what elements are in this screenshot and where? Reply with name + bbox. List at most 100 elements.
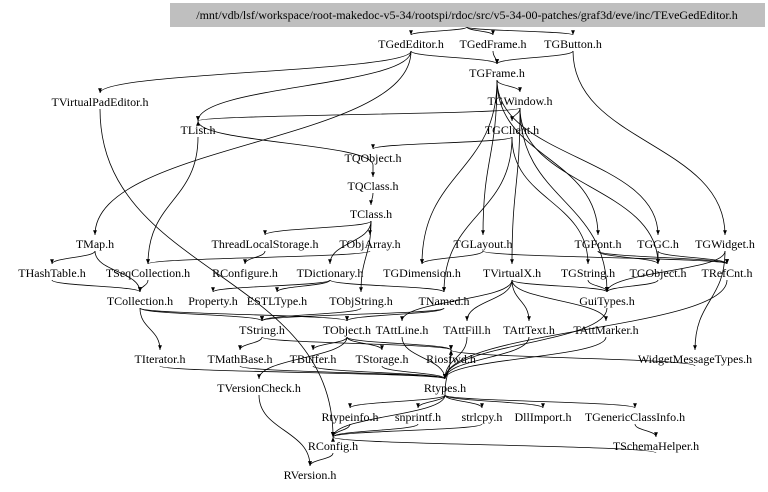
edge-tstring-to-riosfwd	[261, 336, 453, 351]
edge-tattline-to-rtypes	[401, 336, 447, 380]
node-tschemahelper[interactable]: TSchemaHelper.h	[613, 439, 699, 453]
edge-tversioncheck-to-rversion	[258, 394, 312, 467]
node-tgededitor[interactable]: TGedEditor.h	[378, 37, 444, 51]
node-thashtable[interactable]: THashTable.h	[18, 266, 85, 280]
node-rconfig[interactable]: RConfig.h	[308, 439, 358, 453]
edge-tgwindow-to-tgobject	[519, 107, 660, 265]
node-tseqcollection[interactable]: TSeqCollection.h	[106, 266, 190, 280]
node-tattfill[interactable]: TAttFill.h	[443, 323, 490, 337]
node-tgwindow[interactable]: TGWindow.h	[487, 94, 552, 108]
node-tbuffer[interactable]: TBuffer.h	[290, 352, 337, 366]
node-riosfwd[interactable]: Riosfwd.h	[426, 352, 476, 366]
node-trefcnt[interactable]: TRefCnt.h	[702, 266, 753, 280]
node-tvirtualpadeditor[interactable]: TVirtualPadEditor.h	[52, 95, 149, 109]
node-tgstring[interactable]: TGString.h	[561, 266, 615, 280]
edge-tgededitor-to-tlist	[196, 50, 412, 122]
edge-widgetmessagetypes-to-riosfwd	[449, 349, 696, 367]
node-tgframe[interactable]: TGFrame.h	[469, 66, 525, 80]
edge-tgwindow-to-tlist	[196, 107, 521, 122]
edge-tobject-to-riosfwd	[346, 336, 453, 351]
edge-rtypes-to-riosfwd	[444, 349, 453, 396]
node-tclass[interactable]: TClass.h	[350, 207, 392, 221]
edge-tgbutton-to-tgframe	[495, 50, 574, 65]
edge-tvirtualx-to-tattfill	[465, 279, 513, 322]
node-tggc[interactable]: TGGC.h	[637, 237, 679, 251]
node-rconfigure[interactable]: RConfigure.h	[212, 266, 278, 280]
node-tstorage[interactable]: TStorage.h	[356, 352, 409, 366]
edge-tseqcollection-to-tcollection	[138, 279, 149, 293]
edges	[50, 26, 729, 467]
node-strlcpy[interactable]: strlcpy.h	[462, 410, 503, 424]
node-tobjstring[interactable]: TObjString.h	[329, 294, 392, 308]
node-tgbutton[interactable]: TGButton.h	[544, 37, 602, 51]
edge-root-to-tgededitor	[409, 26, 468, 36]
node-tlist[interactable]: TList.h	[181, 123, 216, 137]
node-rversion[interactable]: RVersion.h	[284, 468, 337, 482]
edge-rtypes-to-rtypeinfo	[348, 394, 446, 409]
nodes: TGedEditor.h TGedFrame.h TGButton.hTGFrame…	[18, 37, 755, 482]
edge-tqclass-to-tclass	[369, 192, 374, 206]
node-tattmarker[interactable]: TAttMarker.h	[573, 323, 638, 337]
node-tgobject[interactable]: TGObject.h	[630, 266, 687, 280]
edge-tvirtualx-to-tattmarker	[511, 279, 608, 322]
node-guitypes[interactable]: GuiTypes.h	[579, 294, 635, 308]
node-tgenericclassinfo[interactable]: TGenericClassInfo.h	[585, 410, 685, 424]
node-tqobject[interactable]: TQObject.h	[345, 151, 402, 165]
edge-strlcpy-to-rconfig	[331, 423, 483, 438]
node-snprintf[interactable]: snprintf.h	[395, 410, 441, 424]
edge-tgclient-to-tqobject	[371, 136, 513, 150]
edge-tgededitor-to-tgframe	[410, 50, 499, 65]
node-tstring[interactable]: TString.h	[239, 323, 285, 337]
node-tqclass[interactable]: TQClass.h	[348, 179, 399, 193]
node-tattline[interactable]: TAttLine.h	[376, 323, 429, 337]
edge-tgframe-to-tgwindow	[496, 79, 522, 93]
node-property[interactable]: Property.h	[188, 294, 238, 308]
node-dllimport[interactable]: DllImport.h	[515, 410, 572, 424]
edge-tdictionary-to-tnamed	[329, 279, 446, 293]
node-tglayout[interactable]: TGLayout.h	[454, 237, 513, 251]
edge-guitypes-to-rtypes	[443, 307, 608, 380]
edge-tclass-to-threadlocalstorage	[263, 220, 372, 236]
edge-root-to-tgedframe	[466, 26, 495, 36]
node-estltype[interactable]: ESTLType.h	[247, 294, 307, 308]
edge-rtypes-to-tgenericclassinfo	[444, 394, 637, 409]
node-tnamed[interactable]: TNamed.h	[419, 294, 470, 308]
node-tgwidget[interactable]: TGWidget.h	[695, 237, 755, 251]
node-tgclient[interactable]: TGClient.h	[485, 123, 539, 137]
edge-tschemahelper-to-rconfig	[331, 436, 657, 454]
node-widgetmessagetypes[interactable]: WidgetMessageTypes.h	[638, 352, 752, 366]
edge-tgobject-to-guitypes	[605, 279, 659, 293]
edge-tgbutton-to-tgwidget	[572, 50, 727, 236]
edge-trefcnt-to-rtypes	[443, 279, 728, 380]
node-tcollection[interactable]: TCollection.h	[107, 294, 173, 308]
node-tobject[interactable]: TObject.h	[323, 323, 371, 337]
node-tvirtualx[interactable]: TVirtualX.h	[483, 266, 541, 280]
node-tversioncheck[interactable]: TVersionCheck.h	[217, 381, 301, 395]
edge-tmap-to-thashtable	[50, 250, 96, 265]
edge-tcollection-to-tobject	[139, 307, 349, 322]
node-rtypes[interactable]: Rtypes.h	[424, 381, 466, 395]
node-tobjarray[interactable]: TObjArray.h	[339, 237, 400, 251]
node-tmap[interactable]: TMap.h	[76, 237, 114, 251]
edge-tgwindow-to-tgclient	[510, 107, 521, 122]
root-node-box	[170, 3, 765, 27]
node-tdictionary[interactable]: TDictionary.h	[297, 266, 364, 280]
node-tatttext[interactable]: TAttText.h	[503, 323, 555, 337]
edge-tdictionary-to-property	[211, 279, 331, 293]
node-threadlocalstorage[interactable]: ThreadLocalStorage.h	[212, 237, 319, 251]
root-node[interactable]: /mnt/vdb/lsf/workspace/root-makedoc-v5-3…	[170, 3, 765, 27]
edge-tvirtualx-to-tatttext	[511, 279, 531, 322]
edge-tgframe-to-tggc	[496, 79, 660, 236]
node-tmathbase[interactable]: TMathBase.h	[208, 352, 273, 366]
edge-tgededitor-to-tmap	[93, 50, 412, 236]
edge-tgframe-to-tglayout	[481, 79, 498, 236]
node-titerator[interactable]: TIterator.h	[135, 352, 186, 366]
edge-thashtable-to-tcollection	[51, 279, 142, 293]
node-tgfont[interactable]: TGFont.h	[574, 237, 621, 251]
edge-tobjstring-to-tstring	[260, 307, 362, 322]
edge-tgwindow-to-guitypes	[519, 107, 609, 293]
node-tgdimension[interactable]: TGDimension.h	[383, 266, 461, 280]
edge-tobject-to-tbuffer	[311, 336, 348, 351]
node-rtypeinfo[interactable]: Rtypeinfo.h	[322, 410, 379, 424]
node-tgedframe[interactable]: TGedFrame.h	[460, 37, 527, 51]
